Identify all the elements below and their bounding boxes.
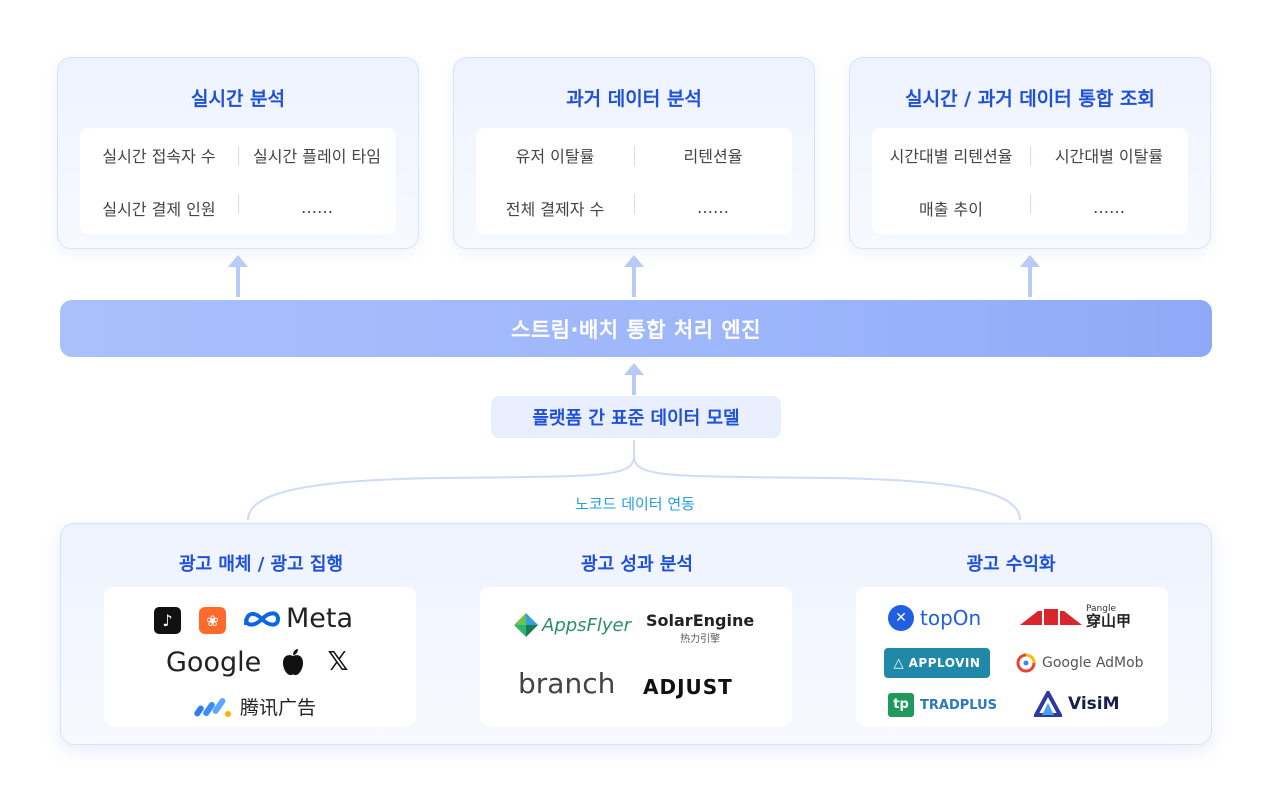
meta-logo: Meta bbox=[242, 603, 353, 634]
appsflyer-wordmark: AppsFlyer bbox=[542, 614, 632, 636]
metric-grid: 실시간 접속자 수 실시간 플레이 타임 실시간 결제 인원 …… bbox=[80, 128, 396, 234]
metric-item: 매출 추이 bbox=[919, 199, 983, 219]
divider bbox=[1030, 146, 1031, 166]
section-title: 광고 수익화 bbox=[966, 554, 1056, 575]
processing-engine-bar: 스트림·배치 통합 처리 엔진 bbox=[60, 300, 1212, 357]
data-sources-panel: 광고 매체 / 광고 집행 ♪ ❀ Meta Google 𝕏 腾讯广告 bbox=[60, 523, 1212, 745]
metric-item: 실시간 플레이 타임 bbox=[253, 146, 381, 166]
admob-wordmark: Google AdMob bbox=[1042, 655, 1144, 671]
pangle-text: Pangle 穿山甲 bbox=[1086, 605, 1131, 629]
divider bbox=[1030, 194, 1031, 214]
arrow-up-icon bbox=[624, 363, 644, 395]
metric-item: 실시간 결제 인원 bbox=[102, 199, 216, 219]
pangle-icon bbox=[1020, 609, 1082, 625]
applovin-logo: △ APPLOVIN bbox=[884, 648, 990, 678]
arrow-up-icon bbox=[624, 255, 644, 297]
ad-analytics-logos: AppsFlyer SolarEngine 热力引擎 branch ADJUST bbox=[480, 587, 792, 727]
metric-grid: 유저 이탈률 리텐션율 전체 결제자 수 …… bbox=[476, 128, 792, 234]
pangle-logo: Pangle 穿山甲 bbox=[1020, 605, 1131, 629]
tencent-ads-wordmark: 腾讯广告 bbox=[240, 697, 317, 719]
card-title: 실시간 분석 bbox=[190, 88, 285, 110]
solarengine-subtitle: 热力引擎 bbox=[680, 634, 721, 645]
topon-wordmark: topOn bbox=[920, 606, 982, 630]
arrow-up-icon bbox=[228, 255, 248, 297]
divider bbox=[634, 194, 635, 214]
metric-item: …… bbox=[301, 198, 333, 217]
metric-item: 시간대별 리텐션율 bbox=[889, 146, 1013, 166]
kuaishou-icon: ❀ bbox=[199, 607, 226, 634]
card-historical: 과거 데이터 분석 유저 이탈률 리텐션율 전체 결제자 수 …… bbox=[453, 57, 815, 249]
solarengine-wordmark: SolarEngine bbox=[646, 611, 755, 630]
pangle-chinese: 穿山甲 bbox=[1086, 612, 1132, 630]
admob-logo: Google AdMob bbox=[1016, 653, 1144, 673]
visim-wordmark: VisiM bbox=[1068, 694, 1120, 714]
tradplus-wordmark: TRADPLUS bbox=[920, 697, 997, 713]
metric-item: 시간대별 이탈률 bbox=[1054, 146, 1164, 166]
meta-infinity-icon bbox=[244, 610, 281, 627]
ad-media-logos: ♪ ❀ Meta Google 𝕏 腾讯广告 bbox=[104, 587, 416, 727]
meta-wordmark: Meta bbox=[286, 603, 354, 634]
divider bbox=[634, 146, 635, 166]
metric-item: …… bbox=[1093, 198, 1125, 217]
admob-icon bbox=[1016, 653, 1036, 673]
metric-item: 실시간 접속자 수 bbox=[102, 146, 216, 166]
google-logo: Google bbox=[166, 647, 262, 678]
divider bbox=[238, 194, 239, 214]
nocode-label: 노코드 데이터 연동 bbox=[575, 495, 695, 513]
x-icon: 𝕏 bbox=[327, 647, 349, 677]
section-title: 광고 성과 분석 bbox=[581, 554, 693, 575]
visim-icon bbox=[1034, 691, 1062, 717]
metric-item: 유저 이탈률 bbox=[515, 146, 595, 166]
tiktok-icon: ♪ bbox=[154, 607, 181, 634]
appsflyer-logo: AppsFlyer bbox=[512, 611, 631, 639]
card-combined: 실시간 / 과거 데이터 통합 조회 시간대별 리텐션율 시간대별 이탈률 매출… bbox=[849, 57, 1211, 249]
tradplus-logo: tp TRADPLUS bbox=[888, 693, 997, 717]
solarengine-logo: SolarEngine 热力引擎 bbox=[646, 611, 754, 645]
apple-shape bbox=[283, 649, 303, 676]
adjust-logo: ADJUST bbox=[643, 675, 733, 699]
pangle-label: Pangle bbox=[1086, 604, 1116, 614]
applovin-icon: △ bbox=[893, 655, 904, 671]
applovin-wordmark: APPLOVIN bbox=[908, 656, 981, 670]
section-title: 광고 매체 / 광고 집행 bbox=[178, 554, 344, 575]
tencent-ads-logo: 腾讯广告 bbox=[194, 693, 316, 720]
metric-grid: 시간대별 리텐션율 시간대별 이탈률 매출 추이 …… bbox=[872, 128, 1188, 234]
metric-item: 리텐션율 bbox=[683, 146, 743, 166]
card-realtime: 실시간 분석 실시간 접속자 수 실시간 플레이 타임 실시간 결제 인원 …… bbox=[57, 57, 419, 249]
arrow-up-icon bbox=[1020, 255, 1040, 297]
tencent-ads-icon bbox=[194, 697, 231, 717]
appsflyer-icon bbox=[514, 613, 538, 637]
card-title: 실시간 / 과거 데이터 통합 조회 bbox=[905, 88, 1155, 110]
metric-item: …… bbox=[697, 198, 729, 217]
branch-logo: branch bbox=[518, 667, 616, 700]
standard-data-model: 플랫폼 간 표준 데이터 모델 bbox=[491, 396, 781, 438]
divider bbox=[238, 146, 239, 166]
card-title: 과거 데이터 분석 bbox=[566, 88, 702, 110]
topon-logo: ✕ topOn bbox=[888, 605, 981, 631]
visim-logo: VisiM bbox=[1034, 691, 1120, 717]
apple-icon bbox=[280, 647, 306, 677]
topon-icon: ✕ bbox=[888, 605, 914, 631]
tradplus-icon: tp bbox=[888, 693, 914, 717]
metric-item: 전체 결제자 수 bbox=[505, 199, 605, 219]
monetization-logos: ✕ topOn Pangle 穿山甲 △ APPLOVIN Goog bbox=[856, 587, 1168, 727]
